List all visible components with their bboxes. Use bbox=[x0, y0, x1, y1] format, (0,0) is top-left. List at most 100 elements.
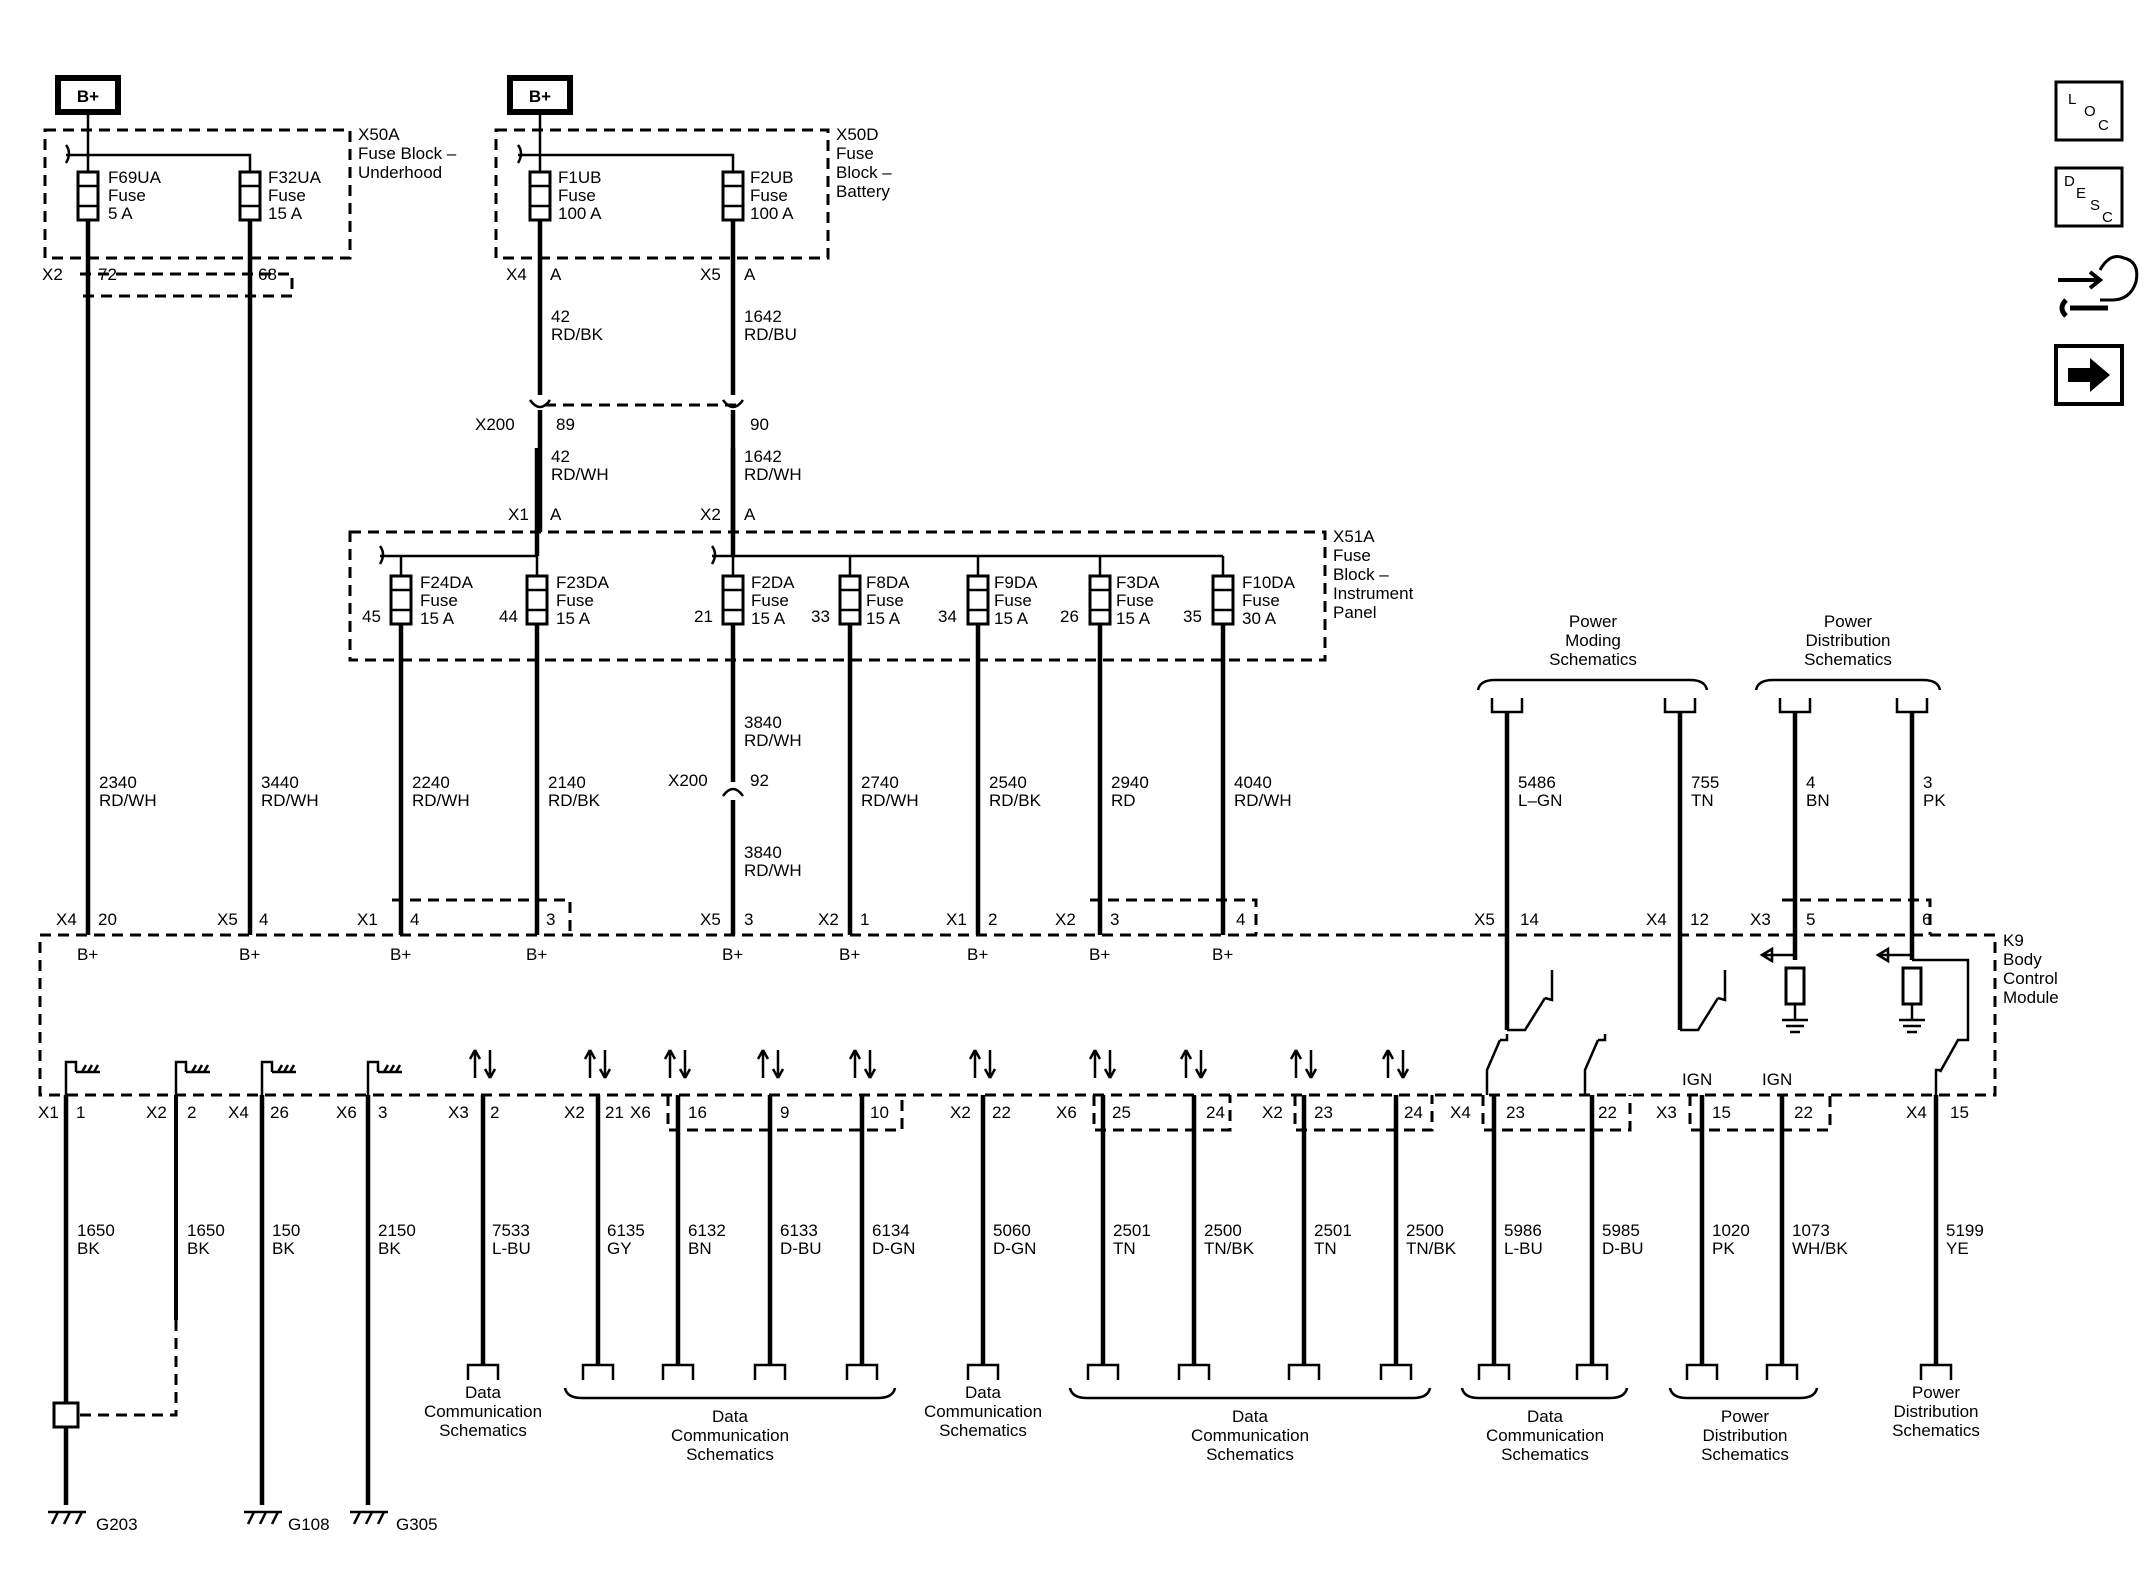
svg-text:X4: X4 bbox=[506, 265, 527, 284]
svg-text:2: 2 bbox=[988, 910, 997, 929]
svg-text:16: 16 bbox=[688, 1103, 707, 1122]
svg-text:X2: X2 bbox=[146, 1103, 167, 1122]
x200-terminal-90 bbox=[721, 399, 745, 409]
svg-text:X200: X200 bbox=[475, 415, 515, 434]
connector-shell-x6-k9-bottom bbox=[666, 1095, 904, 1132]
bottom-ref-terminals bbox=[466, 1363, 1953, 1400]
svg-text:72: 72 bbox=[98, 265, 117, 284]
desc-button[interactable]: D E S C bbox=[2054, 166, 2124, 228]
svg-text:X6: X6 bbox=[1056, 1103, 1077, 1122]
svg-text:15: 15 bbox=[1950, 1103, 1969, 1122]
svg-text:X1: X1 bbox=[508, 505, 529, 524]
bus-x51a-left-tap bbox=[378, 545, 385, 565]
svg-text:6: 6 bbox=[1922, 910, 1931, 929]
svg-text:X2: X2 bbox=[700, 505, 721, 524]
power-source-b-plus-left: B+ bbox=[55, 75, 121, 115]
fuse-block-x50a-outline bbox=[43, 128, 352, 260]
svg-text:A: A bbox=[744, 505, 756, 524]
svg-text:34: 34 bbox=[938, 607, 957, 626]
svg-text:X200: X200 bbox=[668, 771, 708, 790]
connector-view-button[interactable] bbox=[2058, 255, 2139, 318]
svg-text:90: 90 bbox=[750, 415, 769, 434]
svg-text:X2: X2 bbox=[564, 1103, 585, 1122]
svg-text:22: 22 bbox=[1598, 1103, 1617, 1122]
svg-text:20: 20 bbox=[98, 910, 117, 929]
svg-text:23: 23 bbox=[1506, 1103, 1525, 1122]
feed-wires bbox=[85, 220, 1915, 1030]
svg-text:A: A bbox=[550, 265, 562, 284]
svg-text:33: 33 bbox=[811, 607, 830, 626]
svg-text:89: 89 bbox=[556, 415, 575, 434]
bus-x51a-right-tap bbox=[710, 545, 717, 565]
svg-text:3: 3 bbox=[744, 910, 753, 929]
svg-text:B+: B+ bbox=[529, 87, 551, 106]
svg-text:G305: G305 bbox=[396, 1515, 438, 1534]
svg-text:45: 45 bbox=[362, 607, 381, 626]
svg-text:X3: X3 bbox=[1750, 910, 1771, 929]
svg-text:L: L bbox=[2068, 91, 2076, 108]
connector-shell-x2-underhood bbox=[80, 272, 294, 298]
loc-button[interactable]: L O C bbox=[2054, 80, 2124, 142]
fuse-block-x50d-outline bbox=[494, 128, 830, 260]
svg-text:4: 4 bbox=[410, 910, 419, 929]
ign-label: IGN bbox=[1682, 1070, 1712, 1089]
svg-text:22: 22 bbox=[1794, 1103, 1813, 1122]
svg-text:2: 2 bbox=[490, 1103, 499, 1122]
svg-text:A: A bbox=[744, 265, 756, 284]
svg-text:4: 4 bbox=[259, 910, 268, 929]
svg-text:B+: B+ bbox=[1089, 945, 1110, 964]
svg-text:B+: B+ bbox=[77, 945, 98, 964]
svg-text:B+: B+ bbox=[839, 945, 860, 964]
module-k9-outline bbox=[38, 933, 1997, 1097]
ground-g203: G203 bbox=[48, 1510, 138, 1534]
bus-x51a-right bbox=[712, 554, 1225, 580]
block-label-x50d: X50D Fuse Block – Battery bbox=[836, 125, 896, 201]
svg-text:X6: X6 bbox=[336, 1103, 357, 1122]
svg-text:B+: B+ bbox=[77, 87, 99, 106]
svg-text:X1: X1 bbox=[946, 910, 967, 929]
svg-text:21: 21 bbox=[605, 1103, 624, 1122]
svg-text:A: A bbox=[550, 505, 562, 524]
svg-text:X4: X4 bbox=[1450, 1103, 1471, 1122]
svg-text:14: 14 bbox=[1520, 910, 1539, 929]
svg-text:26: 26 bbox=[1060, 607, 1079, 626]
connector-shell-x6-k9-bottom-2 bbox=[1092, 1095, 1232, 1132]
svg-text:X2: X2 bbox=[42, 265, 63, 284]
svg-text:X4: X4 bbox=[1646, 910, 1667, 929]
svg-text:X2: X2 bbox=[1262, 1103, 1283, 1122]
svg-text:B+: B+ bbox=[1212, 945, 1233, 964]
x200-terminal-89 bbox=[528, 399, 552, 409]
block-label-x51a: X51A Fuse Block – Instrument Panel bbox=[1333, 527, 1418, 622]
x200-terminal-92 bbox=[721, 787, 745, 797]
next-page-button[interactable] bbox=[2054, 344, 2124, 406]
loc-icon: L O C bbox=[2068, 91, 2109, 134]
